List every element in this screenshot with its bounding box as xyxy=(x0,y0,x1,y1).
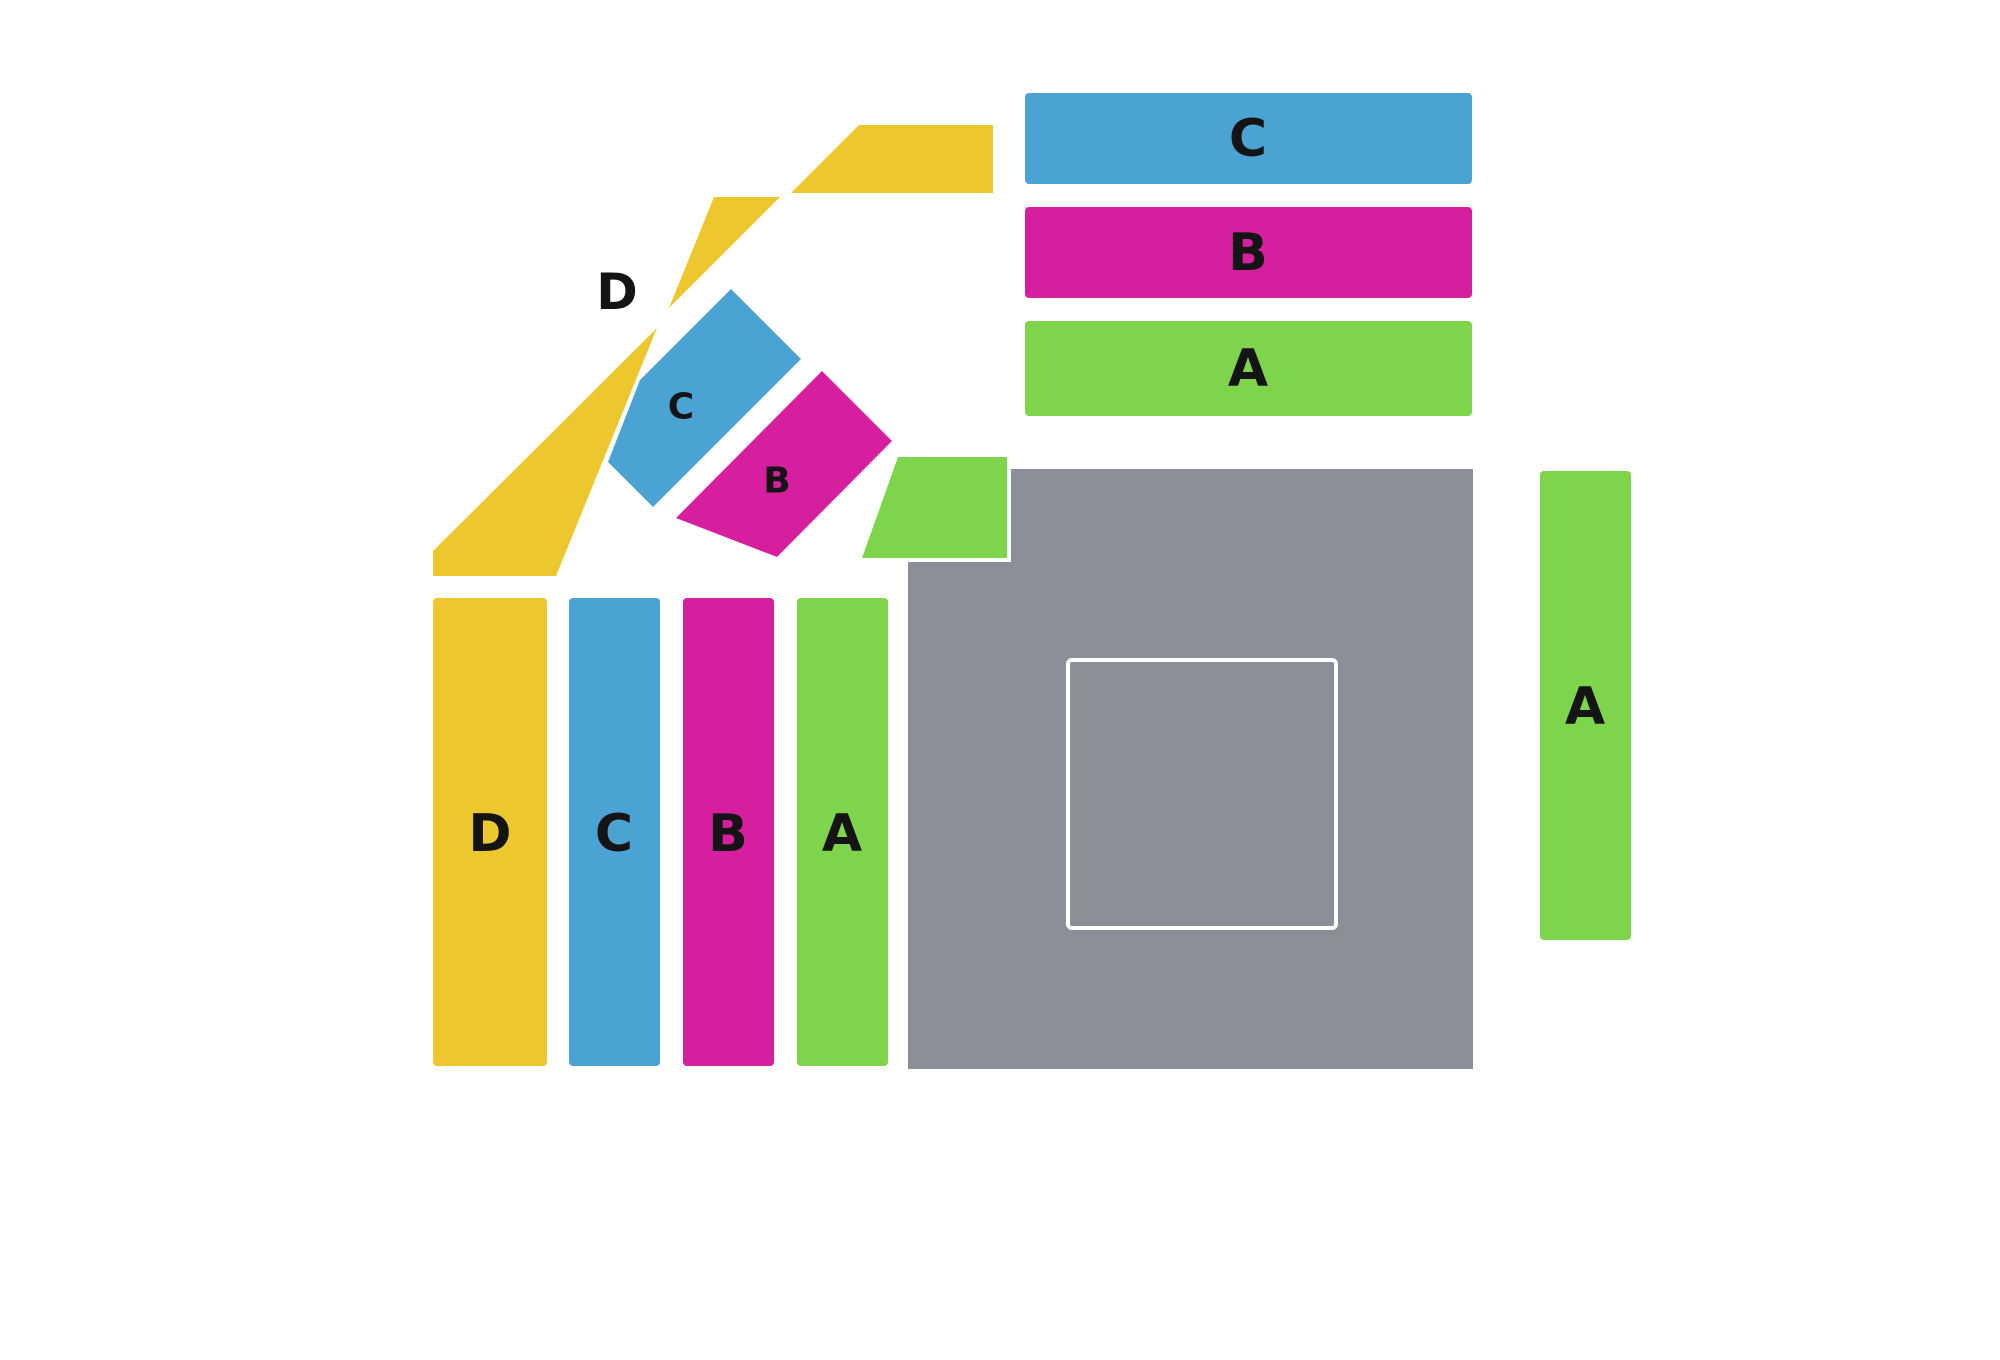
top-bar-c-shape xyxy=(1025,93,1472,184)
band-a-corner-shape xyxy=(862,457,1007,558)
gray-square-region xyxy=(908,469,1473,1069)
band-b: B xyxy=(676,371,892,557)
band-b-label: B xyxy=(763,461,790,502)
band-d-segment-middle xyxy=(669,197,780,308)
top-bar-a-shape xyxy=(1025,321,1472,416)
right-bar-a-label: A xyxy=(1565,677,1605,737)
column-a: A xyxy=(797,598,888,1066)
top-bar-b-label: B xyxy=(1228,223,1268,283)
top-bar-b: B xyxy=(1025,207,1472,298)
band-d-segment-top xyxy=(791,125,993,193)
column-c-label: C xyxy=(595,804,633,864)
column-c-shape xyxy=(569,598,660,1066)
column-d: D xyxy=(433,598,547,1066)
top-bar-a-label: A xyxy=(1228,339,1268,399)
column-b-shape xyxy=(683,598,774,1066)
band-b-shape xyxy=(676,371,892,557)
inner-square-outline xyxy=(1066,658,1338,930)
column-c: C xyxy=(569,598,660,1066)
column-d-label: D xyxy=(468,804,511,864)
gray-square xyxy=(908,469,1473,1069)
column-d-shape xyxy=(433,598,547,1066)
top-bar-c-label: C xyxy=(1229,109,1267,169)
band-c-label: C xyxy=(668,387,694,428)
top-bar-a: A xyxy=(1025,321,1472,416)
top-bar-b-shape xyxy=(1025,207,1472,298)
column-b: B xyxy=(683,598,774,1066)
right-bar-a: A xyxy=(1540,471,1631,940)
right-bar-a-shape xyxy=(1540,471,1631,940)
band-d-segment-bottom xyxy=(433,328,657,576)
column-a-shape xyxy=(797,598,888,1066)
top-bar-c: C xyxy=(1025,93,1472,184)
band-a-corner xyxy=(862,457,1007,558)
band-d-label: D xyxy=(596,263,638,321)
column-a-label: A xyxy=(822,804,862,864)
band-c: C xyxy=(608,289,801,507)
band-d: D xyxy=(433,125,993,576)
band-c-shape xyxy=(608,289,801,507)
column-b-label: B xyxy=(708,804,748,864)
